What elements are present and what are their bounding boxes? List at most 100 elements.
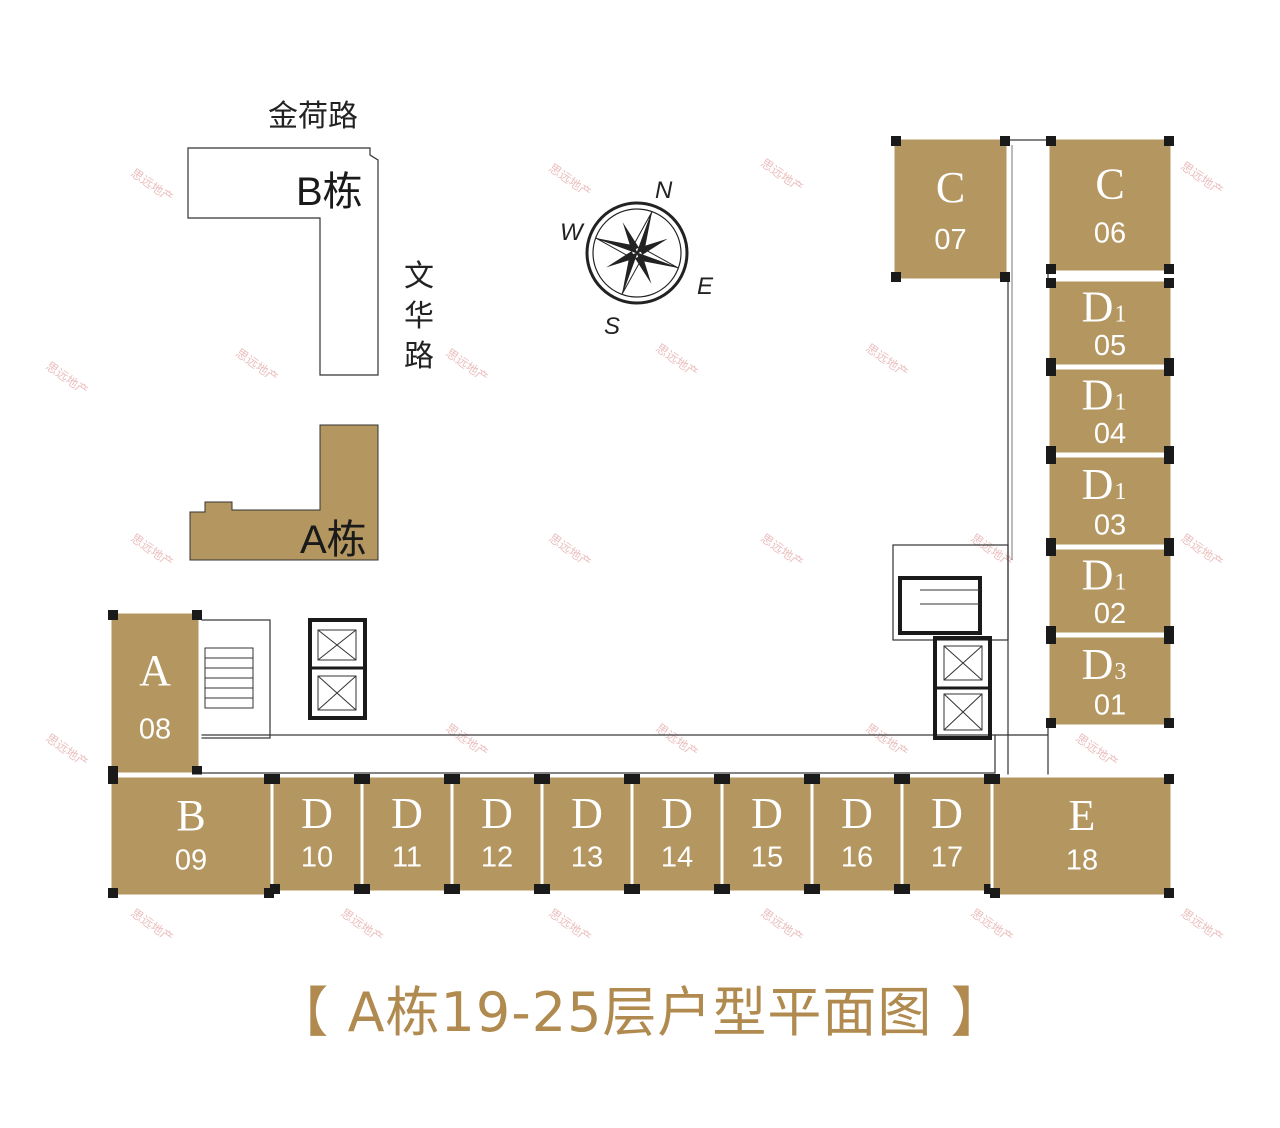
unit-type-label: D bbox=[841, 789, 873, 838]
wall-pillar bbox=[270, 884, 280, 894]
watermark: 思远地产 bbox=[128, 531, 175, 570]
wall-pillar bbox=[540, 774, 550, 784]
unit-area bbox=[540, 774, 634, 894]
unit-17: D17 bbox=[900, 774, 994, 894]
unit-type-subscript: 1 bbox=[1114, 569, 1126, 595]
wall-pillar bbox=[1164, 264, 1174, 274]
wall-pillar bbox=[714, 884, 724, 894]
building-b-outline bbox=[187, 147, 379, 376]
wall-pillar bbox=[450, 774, 460, 784]
wall-pillar bbox=[630, 884, 640, 894]
watermark: 思远地产 bbox=[128, 906, 175, 945]
wall-pillar bbox=[444, 884, 454, 894]
wall-pillar bbox=[1000, 136, 1010, 146]
wall-pillar bbox=[444, 774, 454, 784]
unit-number: 01 bbox=[1094, 689, 1126, 721]
core-right bbox=[892, 544, 1009, 740]
unit-area bbox=[1046, 136, 1174, 274]
wall-pillar bbox=[804, 774, 814, 784]
unit-15: D15 bbox=[720, 774, 814, 894]
unit-type-label: D bbox=[751, 789, 783, 838]
watermark: 思远地产 bbox=[233, 346, 280, 385]
road-label-east-2: 华 bbox=[404, 299, 434, 334]
compass-s: S bbox=[604, 313, 620, 340]
units-layer: C07C06D105D104D103D102D301A08B09D10D11D1… bbox=[108, 136, 1174, 898]
wall-pillar bbox=[1164, 446, 1174, 456]
unit-number: 03 bbox=[1094, 509, 1126, 541]
wall-pillar bbox=[1164, 634, 1174, 644]
page-title: 【 A栋19-25层户型平面图 】 bbox=[274, 981, 1006, 1044]
watermark: 思远地产 bbox=[546, 906, 593, 945]
watermark: 思远地产 bbox=[1073, 731, 1120, 770]
wall-pillar bbox=[1046, 136, 1056, 146]
road-label-east-1: 文 bbox=[404, 259, 434, 294]
wall-pillar bbox=[1046, 454, 1056, 464]
wall-pillar bbox=[1046, 718, 1056, 728]
unit-number: 07 bbox=[934, 224, 966, 256]
wall-pillar bbox=[1164, 358, 1174, 368]
unit-number: 12 bbox=[481, 841, 513, 873]
unit-18: E18 bbox=[990, 774, 1174, 898]
watermark: 思远地产 bbox=[1178, 159, 1225, 198]
unit-area bbox=[1046, 366, 1174, 456]
unit-08: A08 bbox=[108, 610, 202, 776]
wall-pillar bbox=[360, 774, 370, 784]
wall-pillar bbox=[192, 766, 202, 776]
wall-pillar bbox=[1164, 774, 1174, 784]
wall-pillar bbox=[1164, 718, 1174, 728]
unit-type-label: D bbox=[391, 789, 423, 838]
unit-number: 10 bbox=[301, 841, 333, 873]
unit-13: D13 bbox=[540, 774, 634, 894]
watermark: 思远地产 bbox=[1178, 531, 1225, 570]
wall-pillar bbox=[810, 774, 820, 784]
wall-pillar bbox=[354, 884, 364, 894]
road-label-north: 金荷路 bbox=[268, 99, 358, 134]
wall-pillar bbox=[1000, 272, 1010, 282]
wall-pillar bbox=[264, 774, 274, 784]
watermark: 思远地产 bbox=[968, 906, 1015, 945]
wall-pillar bbox=[1046, 264, 1056, 274]
wall-pillar bbox=[1046, 366, 1056, 376]
unit-type-label: C bbox=[1095, 159, 1124, 208]
wall-pillar bbox=[108, 610, 118, 620]
unit-type-label: A bbox=[139, 646, 171, 695]
unit-area bbox=[1046, 454, 1174, 548]
wall-pillar bbox=[1046, 278, 1056, 288]
watermark: 思远地产 bbox=[338, 906, 385, 945]
building-a-footprint bbox=[189, 424, 379, 561]
unit-number: 13 bbox=[571, 841, 603, 873]
wall-pillar bbox=[264, 888, 274, 898]
wall-pillar bbox=[990, 774, 1000, 784]
watermark: 思远地产 bbox=[863, 341, 910, 380]
unit-number: 17 bbox=[931, 841, 963, 873]
wall-pillar bbox=[900, 774, 910, 784]
wall-pillar bbox=[534, 884, 544, 894]
watermark: 思远地产 bbox=[1178, 906, 1225, 945]
wall-pillar bbox=[1164, 278, 1174, 288]
unit-type-subscript: 3 bbox=[1114, 659, 1126, 685]
unit-area bbox=[450, 774, 544, 894]
wall-pillar bbox=[810, 884, 820, 894]
wall-pillar bbox=[1164, 454, 1174, 464]
unit-16: D16 bbox=[810, 774, 904, 894]
unit-area bbox=[270, 774, 364, 894]
unit-11: D11 bbox=[360, 774, 454, 894]
wall-pillar bbox=[1046, 538, 1056, 548]
unit-type-label: E bbox=[1069, 791, 1096, 840]
wall-pillar bbox=[1046, 546, 1056, 556]
compass-rose-icon bbox=[585, 201, 689, 305]
unit-number: 14 bbox=[661, 841, 693, 873]
unit-type-label: D3 bbox=[1082, 640, 1127, 689]
unit-area bbox=[1046, 278, 1174, 368]
unit-area bbox=[108, 610, 202, 776]
wall-pillar bbox=[1164, 546, 1174, 556]
building-b-label: B栋 bbox=[296, 170, 363, 214]
unit-number: 02 bbox=[1094, 598, 1126, 630]
watermark: 思远地产 bbox=[43, 359, 90, 398]
wall-pillar bbox=[984, 884, 994, 894]
wall-pillar bbox=[984, 774, 994, 784]
unit-type-label: D1 bbox=[1082, 550, 1127, 599]
